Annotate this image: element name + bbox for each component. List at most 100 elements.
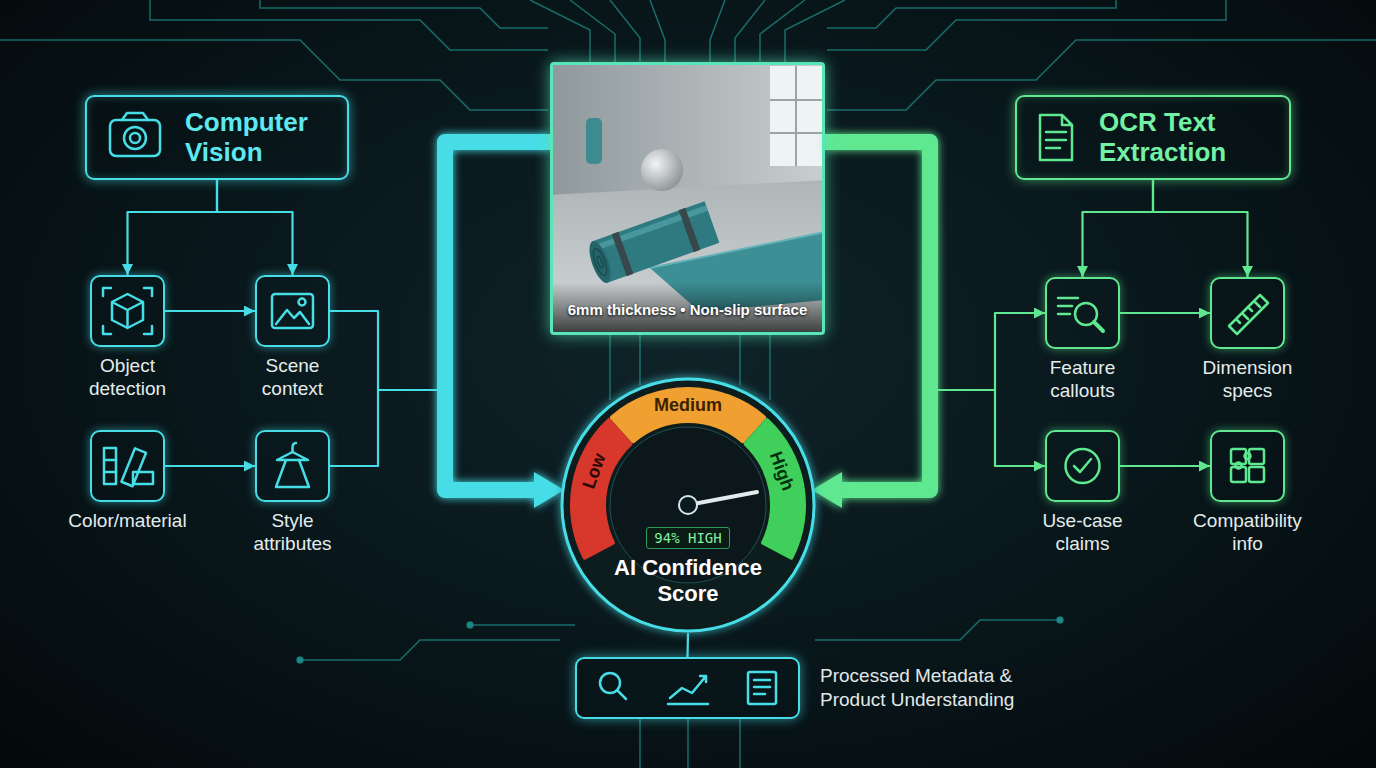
gauge-zone bbox=[570, 418, 632, 560]
node-label: Feature callouts bbox=[1028, 357, 1138, 403]
node-label: Processed Metadata & Product Understandi… bbox=[820, 664, 1050, 712]
left-icons-part bbox=[124, 127, 146, 149]
circuit-traces-part bbox=[650, 0, 665, 62]
circuit-traces-part bbox=[739, 335, 741, 385]
right-icons-part bbox=[1229, 295, 1268, 334]
feature-icon-box: Dimension specs bbox=[1210, 277, 1285, 349]
circuit-traces-part bbox=[769, 335, 771, 400]
connector bbox=[165, 465, 255, 467]
product-photo-part bbox=[586, 118, 602, 164]
product-photo-part bbox=[770, 66, 822, 166]
right-icons-part bbox=[1040, 115, 1072, 160]
circuit-traces-part bbox=[760, 0, 805, 62]
category-box: Computer Vision bbox=[85, 95, 349, 180]
circuit-traces-part bbox=[710, 0, 725, 62]
circuit-traces-part bbox=[639, 719, 641, 768]
circuit-traces-part bbox=[687, 719, 689, 768]
circuit-traces-part bbox=[150, 0, 548, 50]
left-icons-part bbox=[276, 460, 309, 487]
right-icons-part bbox=[1236, 463, 1242, 469]
product-photo-part bbox=[553, 180, 822, 332]
product-photo-part bbox=[596, 256, 604, 269]
left-icons-part bbox=[276, 310, 309, 324]
product-photo-part bbox=[553, 65, 822, 332]
left-icons-part bbox=[754, 680, 770, 694]
left-icons-part bbox=[112, 294, 143, 328]
left-icons-part bbox=[748, 672, 776, 704]
circuit-traces-part bbox=[815, 620, 1060, 640]
right-icons-part bbox=[1074, 459, 1091, 472]
circuit-traces-part bbox=[260, 0, 548, 28]
circuit-traces-part bbox=[610, 0, 640, 62]
product-photo-part bbox=[682, 209, 697, 251]
output-box: Processed Metadata & Product Understandi… bbox=[575, 657, 800, 719]
right-icons-part bbox=[1249, 467, 1264, 482]
node-label: Compatibility info bbox=[1178, 510, 1318, 556]
right-icons-part bbox=[1066, 449, 1100, 483]
feature-icon-box: Scene context bbox=[255, 275, 330, 347]
left-icons-part bbox=[122, 113, 148, 120]
left-icons-part bbox=[293, 443, 297, 452]
product-photo-part bbox=[615, 233, 630, 275]
node-label: Scene context bbox=[238, 355, 348, 401]
connector bbox=[686, 633, 689, 657]
left-icons-part bbox=[130, 133, 140, 143]
circuit-traces-part bbox=[470, 624, 575, 626]
left-icons-part bbox=[617, 690, 626, 699]
circuit-traces-part bbox=[570, 0, 615, 62]
circuit-traces-part bbox=[827, 0, 1226, 50]
product-photo-part bbox=[591, 247, 610, 277]
feature-icon-box: Color/material bbox=[90, 430, 165, 502]
connector bbox=[217, 180, 293, 275]
right-icons-part bbox=[1245, 453, 1251, 459]
feature-icon-box: Object detection bbox=[90, 275, 165, 347]
node-label: OCR Text Extraction bbox=[1099, 108, 1279, 168]
gauge-ring bbox=[562, 379, 814, 631]
left-icons-part bbox=[103, 288, 152, 334]
left-icons-part bbox=[104, 448, 116, 484]
gauge-zone bbox=[610, 387, 766, 443]
feature-icon-box: Style attributes bbox=[255, 430, 330, 502]
needle-hub bbox=[679, 496, 697, 514]
gauge-needle bbox=[688, 492, 757, 505]
gauge-zone bbox=[744, 418, 806, 560]
left-icons-part bbox=[299, 299, 306, 306]
product-photo-part bbox=[641, 149, 683, 191]
right-icons-part bbox=[1094, 322, 1103, 331]
feature-icon-box: Compatibility info bbox=[1210, 430, 1285, 502]
left-icons-part bbox=[272, 294, 313, 328]
flow-arrow bbox=[825, 142, 930, 490]
left-icons-part bbox=[277, 452, 308, 460]
circuit-traces-part bbox=[1057, 617, 1063, 623]
gauge-arcs bbox=[570, 387, 806, 560]
product-photo-part bbox=[553, 282, 822, 332]
node-label: Dimension specs bbox=[1193, 357, 1303, 403]
gauge-title: AI Confidence Score bbox=[593, 555, 783, 608]
circuit-traces-part bbox=[300, 640, 560, 660]
circuit-traces-part bbox=[530, 0, 590, 62]
circuit-traces-part bbox=[467, 622, 473, 628]
category-box: OCR Text Extraction bbox=[1015, 95, 1291, 180]
circuit-traces-part bbox=[609, 335, 611, 400]
feature-icon-box: Feature callouts bbox=[1045, 277, 1120, 349]
connector bbox=[128, 180, 218, 275]
connector bbox=[1153, 180, 1248, 277]
circuit-traces-part bbox=[785, 0, 845, 62]
connector bbox=[1120, 465, 1210, 467]
left-icons-part bbox=[668, 676, 708, 704]
left-icons-part bbox=[110, 120, 160, 156]
score-readout: 94% HIGH bbox=[646, 527, 729, 549]
connector bbox=[1120, 312, 1210, 314]
product-photo bbox=[553, 65, 822, 332]
connector bbox=[165, 310, 255, 312]
product-photo-part bbox=[585, 239, 615, 286]
flow-arrow bbox=[445, 142, 550, 490]
product-photo-part bbox=[770, 66, 822, 166]
connectors bbox=[128, 142, 1248, 657]
product-image-frame: 6mm thickness • Non-slip surface bbox=[550, 62, 825, 335]
gauge-zone-label: Medium bbox=[643, 396, 733, 414]
node-label: Color/material bbox=[48, 510, 208, 533]
circuit-traces-part bbox=[827, 0, 1116, 28]
